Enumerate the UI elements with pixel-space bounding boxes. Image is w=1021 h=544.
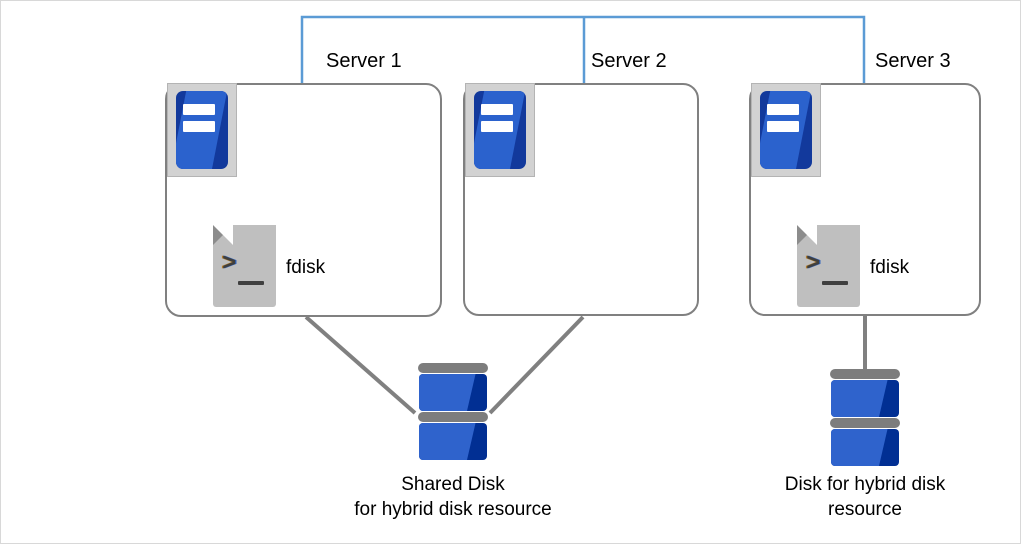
disk-platter-bottom bbox=[419, 423, 487, 460]
server-chip-bar-top bbox=[766, 104, 799, 116]
server-chip bbox=[760, 91, 812, 169]
server-rack-icon bbox=[167, 83, 237, 177]
server-label-1: Server 1 bbox=[326, 50, 402, 72]
document-fold-mask bbox=[213, 225, 233, 245]
shared-disk-caption-line1: Shared Disk bbox=[401, 474, 505, 495]
terminal-prompt-icon: > bbox=[222, 251, 237, 278]
fdisk-document-icon: > bbox=[213, 225, 276, 307]
server-chip-bar-top bbox=[480, 104, 513, 116]
server-rack-icon bbox=[465, 83, 535, 177]
document-fold-mask bbox=[797, 225, 817, 245]
disk-platter-bottom bbox=[831, 429, 899, 466]
terminal-cursor-icon bbox=[238, 281, 264, 285]
fdisk-label-1: fdisk bbox=[286, 257, 326, 278]
local-disk-caption-line1: Disk for hybrid disk bbox=[784, 474, 946, 495]
disk-platter-top bbox=[419, 374, 487, 411]
disk-pill-bottom bbox=[830, 418, 900, 428]
shared-disk-icon[interactable] bbox=[418, 363, 488, 460]
server-chip-bar-bottom bbox=[480, 120, 513, 132]
server-chip-bar-bottom bbox=[182, 120, 215, 132]
disk-pill-top bbox=[830, 369, 900, 379]
disk-pill-bottom bbox=[418, 412, 488, 422]
local-disk-caption-line2: resource bbox=[828, 499, 902, 520]
server-chip bbox=[474, 91, 526, 169]
server-chip bbox=[176, 91, 228, 169]
shared-disk-caption: Shared Disk for hybrid disk resource bbox=[303, 472, 603, 522]
server-chip-bar-bottom bbox=[766, 120, 799, 132]
terminal-prompt-icon: > bbox=[806, 251, 821, 278]
fdisk-document-icon: > bbox=[797, 225, 860, 307]
local-disk-icon[interactable] bbox=[830, 369, 900, 466]
local-disk-caption: Disk for hybrid disk resource bbox=[745, 472, 985, 522]
server-rack-icon bbox=[751, 83, 821, 177]
disk-pill-top bbox=[418, 363, 488, 373]
server-label-2: Server 2 bbox=[591, 50, 667, 72]
disk-platter-top bbox=[831, 380, 899, 417]
server-label-3: Server 3 bbox=[875, 50, 951, 72]
server-chip-bar-top bbox=[182, 104, 215, 116]
terminal-cursor-icon bbox=[822, 281, 848, 285]
shared-disk-caption-line2: for hybrid disk resource bbox=[354, 499, 552, 520]
fdisk-label-3: fdisk bbox=[870, 257, 910, 278]
